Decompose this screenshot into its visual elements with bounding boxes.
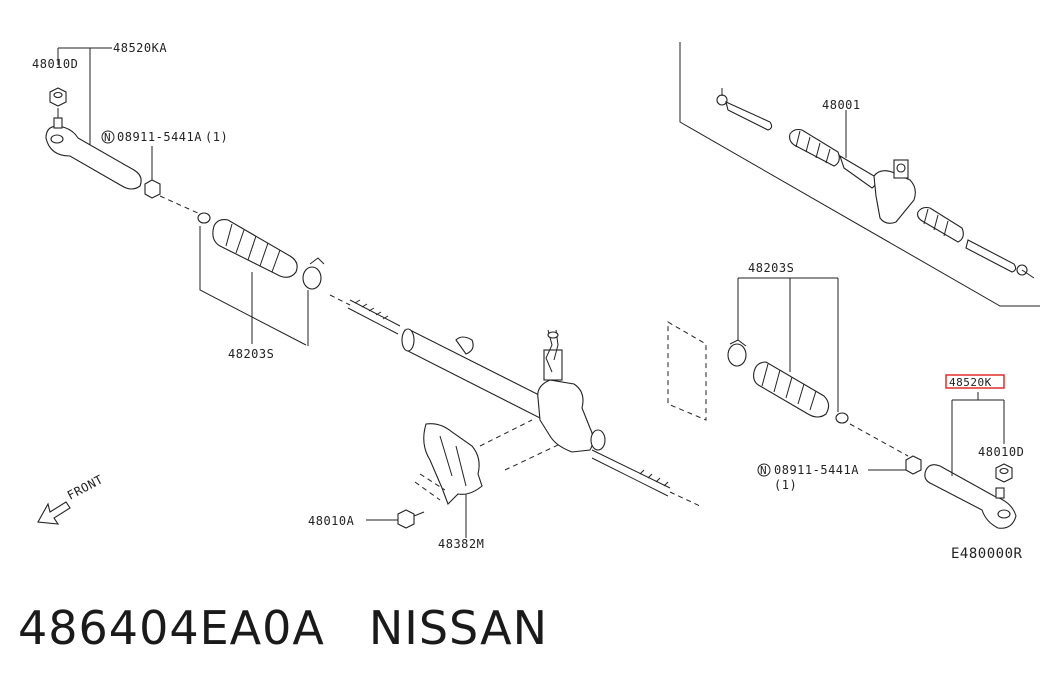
boot-right	[753, 361, 830, 418]
tie-rod-end-left	[45, 108, 142, 190]
left-tie-rod-end-group	[45, 47, 325, 346]
front-arrow	[37, 501, 71, 525]
nut-08911-left	[144, 179, 161, 199]
label-48520ka: 48520KA	[113, 41, 167, 55]
clamp-left-small	[197, 212, 211, 224]
nut-48010d-right	[995, 463, 1013, 483]
n-marker-right	[757, 463, 771, 477]
steering-rack-center	[329, 294, 701, 507]
label-48203s-left: 48203S	[228, 347, 274, 361]
nut-48010d-left	[49, 87, 67, 107]
label-48001: 48001	[822, 98, 861, 112]
brand-name: NISSAN	[368, 601, 548, 655]
label-front: FRONT	[65, 472, 106, 502]
n-marker-left	[101, 130, 115, 144]
part-number: 486404EA0A	[18, 601, 325, 655]
label-48203s-right: 48203S	[748, 261, 794, 275]
tie-rod-end-right	[924, 464, 1017, 529]
part-footer: 486404EA0A NISSAN	[18, 596, 548, 660]
label-qty-right: (1)	[774, 478, 797, 492]
label-diagram-code: E480000R	[951, 546, 1023, 562]
boot-left	[212, 219, 298, 278]
rack-assembly-48001	[679, 42, 1040, 307]
right-boot-group	[667, 277, 909, 457]
right-tie-rod-end-group	[868, 374, 1017, 529]
bracket-48382m	[414, 423, 483, 505]
n-marker-left-text: N	[104, 131, 111, 144]
label-48010a: 48010A	[308, 514, 355, 528]
bolt-48010a	[366, 509, 425, 529]
clamp-right-small	[835, 412, 849, 424]
n-marker-right-text: N	[760, 464, 767, 477]
highlight-box-48520k	[945, 374, 1005, 389]
label-48520k-right: 48520K	[949, 376, 992, 389]
label-48010d-left: 48010D	[32, 57, 78, 71]
pinion-housing	[537, 329, 606, 453]
label-08911-right: 08911-5441A	[774, 463, 859, 477]
label-08911-left: 08911-5441A	[117, 130, 202, 144]
label-48010d-right: 48010D	[978, 445, 1024, 459]
label-qty-left: (1)	[205, 130, 228, 144]
nut-08911-right	[905, 455, 922, 475]
clip-right	[727, 339, 747, 367]
label-48382m: 48382M	[438, 537, 484, 551]
clip-left	[302, 257, 325, 290]
